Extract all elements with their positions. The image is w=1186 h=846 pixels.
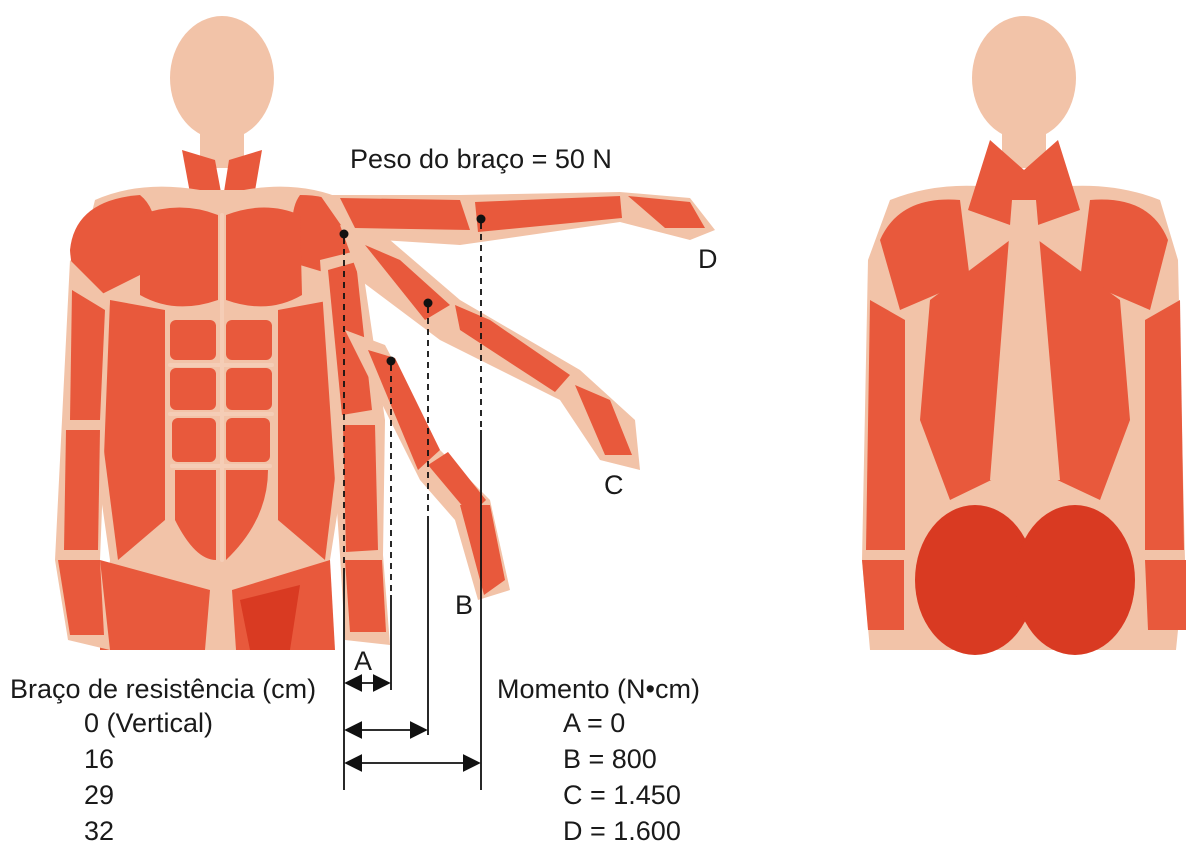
biceps-left xyxy=(70,290,105,420)
front-body xyxy=(55,16,390,650)
resistance-arm-heading: Braço de resistência (cm) xyxy=(10,676,316,703)
position-label-c: C xyxy=(604,472,624,499)
position-label-d: D xyxy=(698,246,718,273)
resistance-arm-value: 0 (Vertical) xyxy=(84,710,213,737)
pectoral-left xyxy=(140,208,218,307)
forearm-right xyxy=(343,425,378,552)
back-body xyxy=(862,16,1186,655)
resistance-arm-value: 29 xyxy=(84,782,114,809)
front-head xyxy=(170,16,274,140)
forearm-left xyxy=(64,430,100,550)
moment-value: D = 1.600 xyxy=(563,818,681,845)
moment-value: A = 0 xyxy=(563,710,625,737)
gluteus-right xyxy=(1015,505,1135,655)
moment-value: B = 800 xyxy=(563,746,657,773)
center-of-mass-d xyxy=(477,215,486,224)
back-arm-left xyxy=(866,300,905,550)
diagram-title: Peso do braço = 50 N xyxy=(350,146,612,173)
moment-value: C = 1.450 xyxy=(563,782,681,809)
center-of-mass-c xyxy=(424,299,433,308)
hand-left xyxy=(58,560,104,635)
position-label-a: A xyxy=(354,648,372,675)
resistance-arm-value: 32 xyxy=(84,818,114,845)
arm-position-d xyxy=(320,192,715,245)
resistance-arm-value: 16 xyxy=(84,746,114,773)
position-label-b: B xyxy=(455,592,473,619)
center-of-mass-b xyxy=(387,357,396,366)
hand-right xyxy=(345,560,386,632)
back-arm-right xyxy=(1145,300,1184,550)
center-of-mass-a xyxy=(340,230,349,239)
moment-heading: Momento (N•cm) xyxy=(497,676,700,703)
pectoral-right xyxy=(226,208,302,307)
back-head xyxy=(972,16,1076,140)
